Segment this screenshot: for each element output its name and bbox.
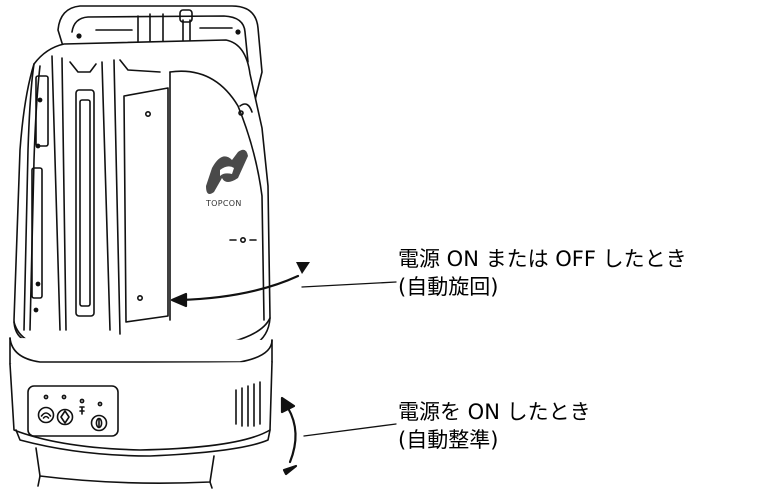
top-handle <box>57 5 263 109</box>
right-housing <box>169 70 265 321</box>
brand-label: TOPCON <box>205 199 242 208</box>
horizontal-rotation-arrow <box>170 262 310 308</box>
front-grips <box>51 55 171 335</box>
left-rib <box>23 63 49 331</box>
callout-line-1 <box>301 281 397 288</box>
topcon-logo: TOPCON <box>205 149 248 208</box>
diamond-button-icon[interactable] <box>56 408 74 426</box>
body-outline <box>13 39 271 349</box>
leveling-callout-title: 電源を ON したとき <box>398 400 591 424</box>
control-panel <box>27 385 119 437</box>
leveling-callout-subtitle: (自動整準) <box>398 428 499 452</box>
callout-line-2 <box>303 423 397 437</box>
leveling-callout: 電源を ON したとき (自動整準) <box>398 398 591 454</box>
rotation-callout-subtitle: (自動旋回) <box>398 275 499 299</box>
rotation-callout: 電源 ON または OFF したとき (自動旋回) <box>398 245 687 301</box>
vertical-leveling-arrow <box>280 396 298 476</box>
rotation-callout-title: 電源 ON または OFF したとき <box>398 247 687 271</box>
power-button-icon[interactable] <box>90 414 108 432</box>
wifi-indicator-icon[interactable] <box>37 406 55 424</box>
